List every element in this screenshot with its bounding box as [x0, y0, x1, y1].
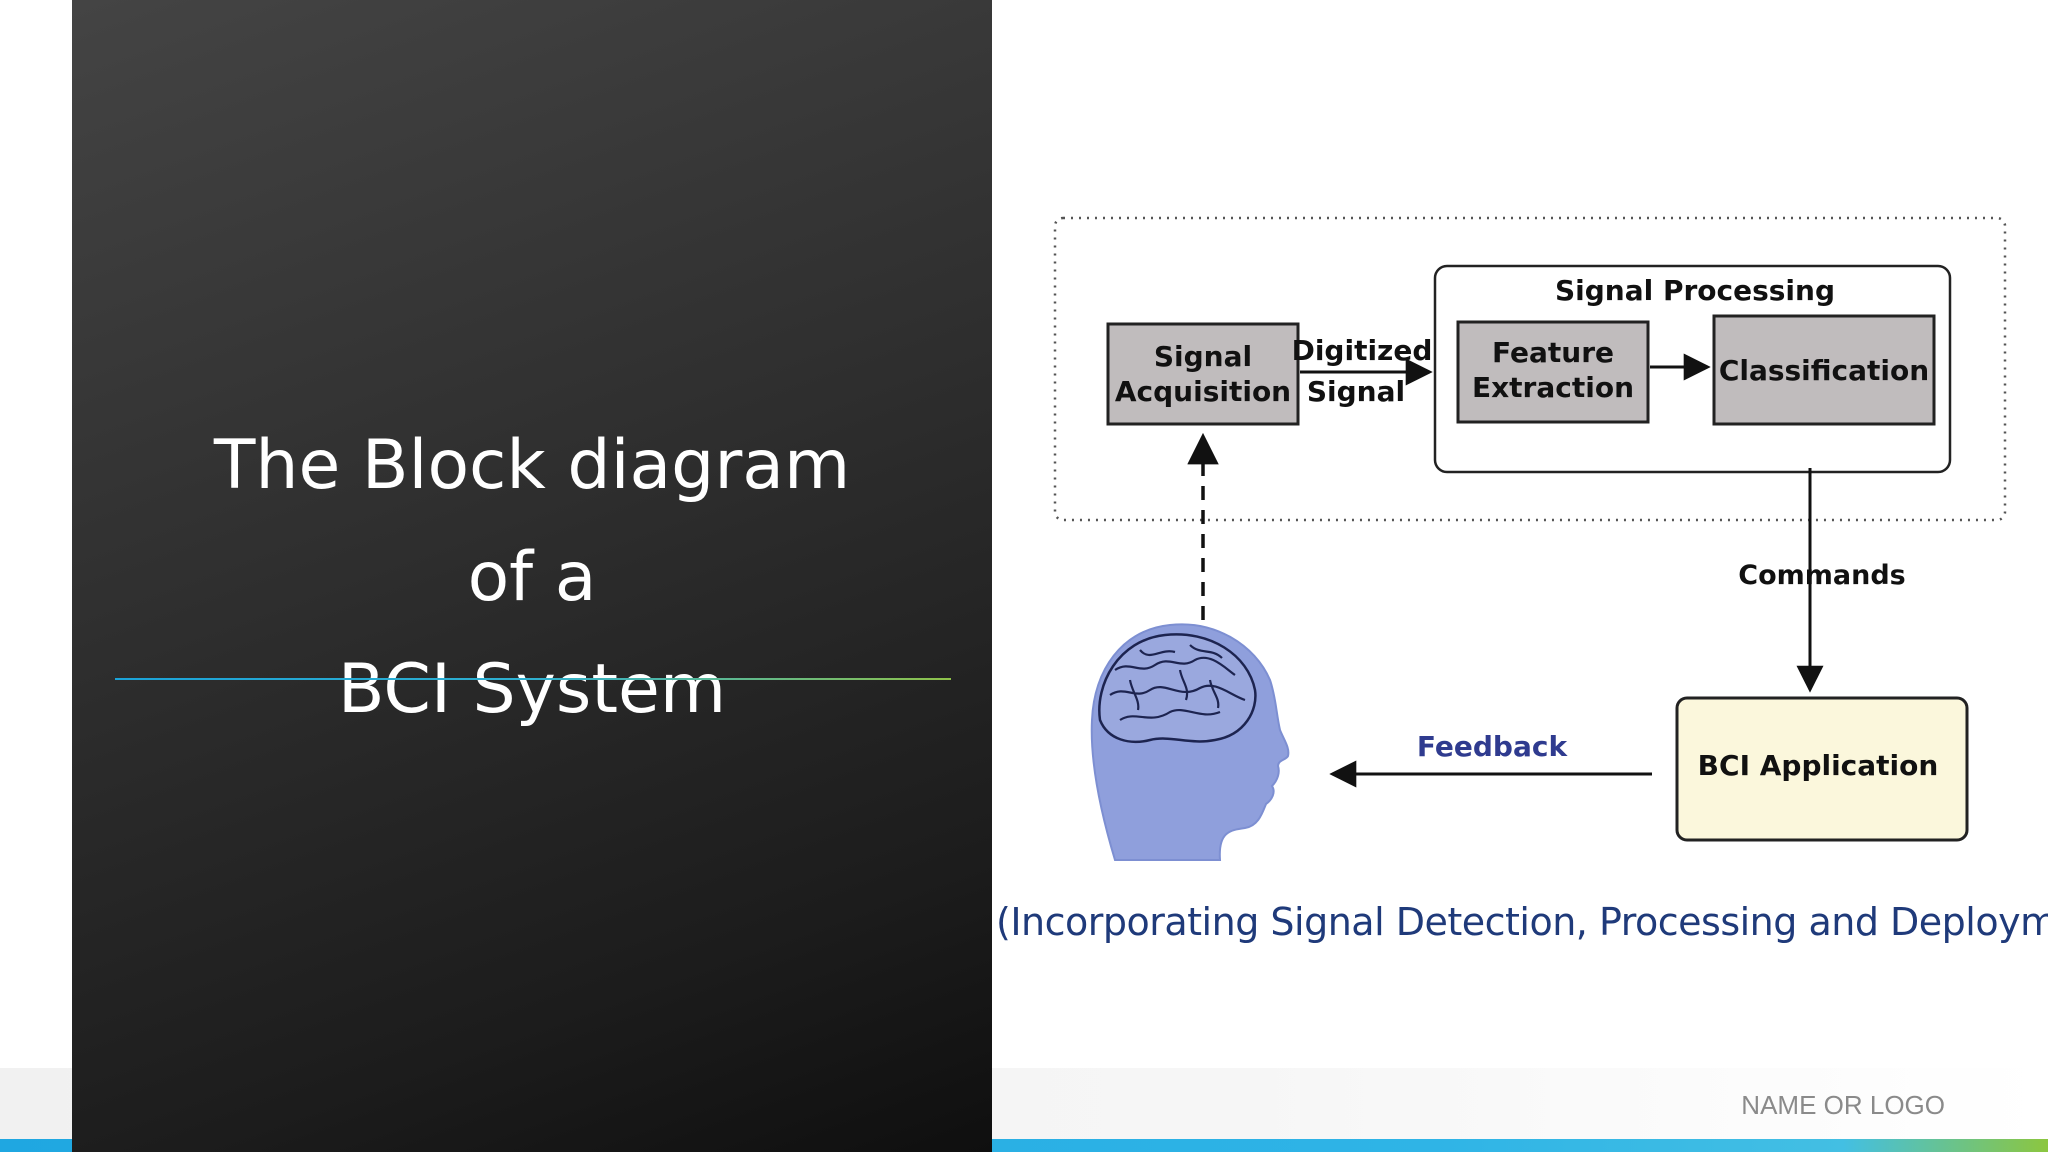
bci-application-label: BCI Application	[1698, 749, 1939, 782]
classification-label: Classification	[1719, 354, 1929, 387]
title-divider	[115, 678, 951, 680]
human-head-brain-icon	[1090, 623, 1290, 861]
diagram-caption: (Incorporating Signal Detection, Process…	[996, 900, 2048, 944]
feedback-label: Feedback	[1417, 730, 1569, 763]
feature-extraction-line1: Feature	[1492, 336, 1614, 369]
footer-name-or-logo: NAME OR LOGO	[1741, 1090, 1945, 1120]
commands-label: Commands	[1738, 560, 1905, 591]
slide-title: The Block diagram of a BCI System	[182, 410, 882, 746]
signal-acquisition-block: Signal Acquisition	[1106, 322, 1300, 426]
feature-extraction-line2: Extraction	[1472, 371, 1634, 404]
slide-title-line1: The Block diagram of a	[213, 426, 851, 617]
signal-acquisition-line2: Acquisition	[1115, 375, 1291, 408]
digitized-signal-line2: Signal	[1307, 375, 1405, 408]
system-boundary	[1053, 216, 2007, 522]
digitized-signal-line1: Digitized	[1292, 334, 1433, 367]
title-panel: The Block diagram of a BCI System	[72, 0, 992, 1152]
bci-block-diagram: Signal Processing Signal Acquisition Dig…	[1053, 216, 2007, 861]
classification-block: Classification	[1712, 314, 1936, 426]
signal-processing-label: Signal Processing	[1555, 274, 1835, 307]
bci-application-block: BCI Application	[1675, 696, 1969, 842]
feature-extraction-block: Feature Extraction	[1456, 320, 1650, 424]
slide-title-line2: BCI System	[337, 650, 727, 729]
signal-acquisition-line1: Signal	[1154, 340, 1252, 373]
